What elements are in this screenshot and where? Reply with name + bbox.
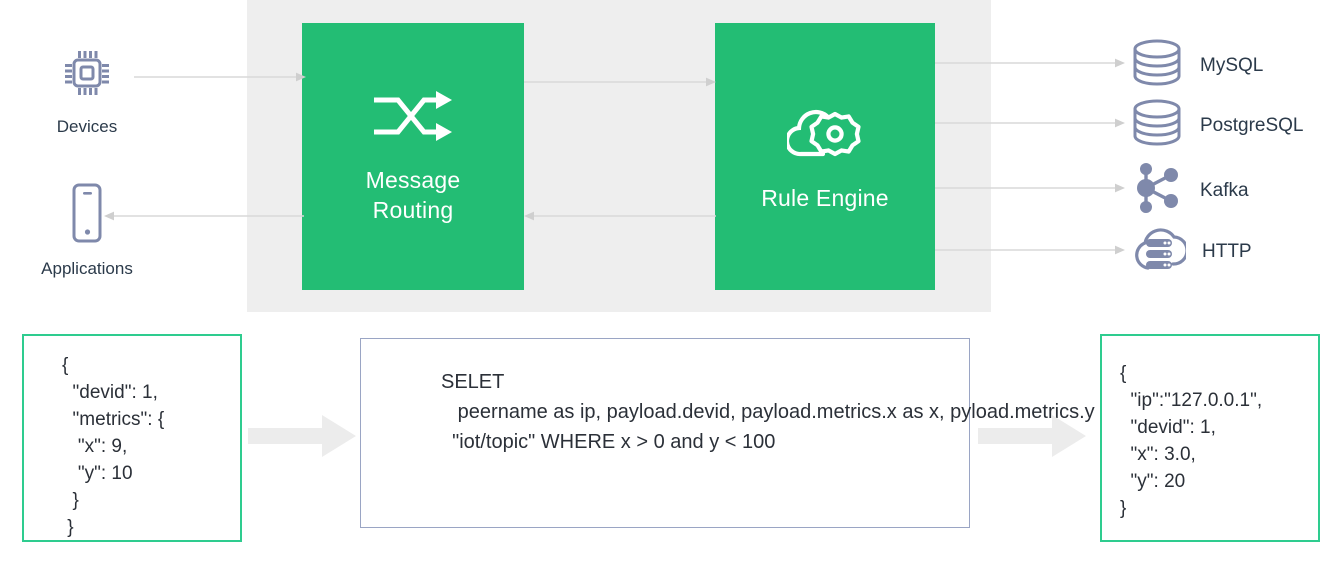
endpoint-applications-label: Applications [41,259,133,278]
smartphone-icon [67,182,107,249]
panel-input-json[interactable]: { "devid": 1, "metrics": { "x": 9, "y": … [22,334,242,542]
arrow-rule-engine-to-mysql [935,58,1125,68]
process-label-line-2: Routing [372,197,454,223]
block-arrow-input-to-sql [248,415,356,457]
endpoint-http[interactable]: HTTP [1130,224,1252,279]
endpoint-devices[interactable]: Devices [32,44,142,137]
database-icon [1130,38,1184,93]
database-icon [1130,98,1184,153]
arrow-rule-engine-to-http [935,245,1125,255]
chip-icon [58,44,116,107]
endpoint-http-label: HTTP [1202,240,1252,262]
endpoint-kafka[interactable]: Kafka [1130,162,1249,219]
endpoint-postgresql[interactable]: PostgreSQL [1130,98,1304,153]
endpoint-mysql[interactable]: MySQL [1130,38,1263,93]
process-rule-engine-label: Rule Engine [761,185,889,211]
shuffle-icon [372,88,454,149]
panel-output-json[interactable]: { "ip":"127.0.0.1", "devid": 1, "x": 3.0… [1100,334,1320,542]
endpoint-kafka-label: Kafka [1200,179,1249,201]
process-message-routing-label: Message Routing [366,165,461,225]
panel-sql-rule[interactable]: SELET peername as ip, payload.devid, pay… [360,338,1201,528]
endpoint-applications[interactable]: Applications [26,182,148,279]
arrow-rule-engine-to-kafka [935,183,1125,193]
cloud-gear-icon [784,100,863,167]
process-rule-engine[interactable]: Rule Engine [715,23,935,290]
arrow-devices-to-routing [134,72,306,82]
input-json-text: { "devid": 1, "metrics": { "x": 9, "y": … [62,355,165,538]
arrow-routing-to-rule-engine [524,77,716,87]
output-json-text: { "ip":"127.0.0.1", "devid": 1, "x": 3.0… [1120,363,1263,519]
endpoint-mysql-label: MySQL [1200,54,1264,76]
block-arrow-sql-to-output [978,415,1086,457]
process-message-routing[interactable]: Message Routing [302,23,524,290]
arrow-rule-engine-to-postgresql [935,118,1125,128]
cloud-server-icon [1130,224,1189,279]
endpoint-postgresql-label: PostgreSQL [1200,114,1304,136]
node-graph-icon [1130,162,1184,219]
arrow-rule-engine-to-routing [524,211,716,221]
sql-rule-text: SELET peername as ip, payload.devid, pay… [441,371,1201,453]
endpoint-devices-label: Devices [56,117,118,136]
process-label-line-1: Message [365,167,461,193]
arrow-routing-to-applications [104,211,304,221]
